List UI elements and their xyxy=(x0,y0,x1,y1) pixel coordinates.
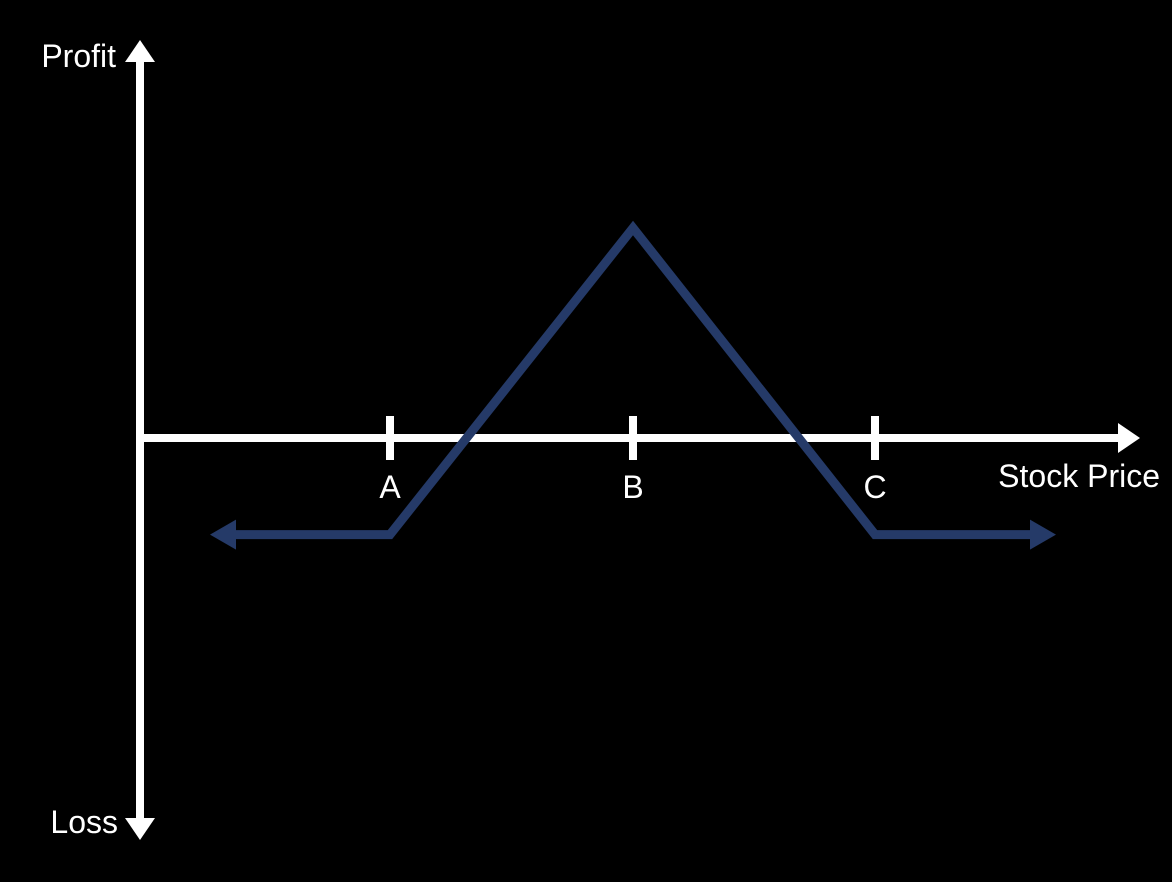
payoff-line xyxy=(232,220,1036,540)
tick-label-a: A xyxy=(379,469,401,505)
tick-label-c: C xyxy=(863,469,886,505)
y-axis-bottom-label: Loss xyxy=(50,804,118,840)
y-axis-up-arrow-icon xyxy=(125,40,155,62)
x-axis-right-arrow-icon xyxy=(1118,423,1140,453)
y-axis-down-arrow-icon xyxy=(125,818,155,840)
payoff-left-arrow-icon xyxy=(210,519,236,550)
y-axis-top-label: Profit xyxy=(41,38,116,74)
tick-label-b: B xyxy=(622,469,643,505)
payoff-right-arrow-icon xyxy=(1030,519,1056,550)
x-axis-label: Stock Price xyxy=(998,458,1160,494)
